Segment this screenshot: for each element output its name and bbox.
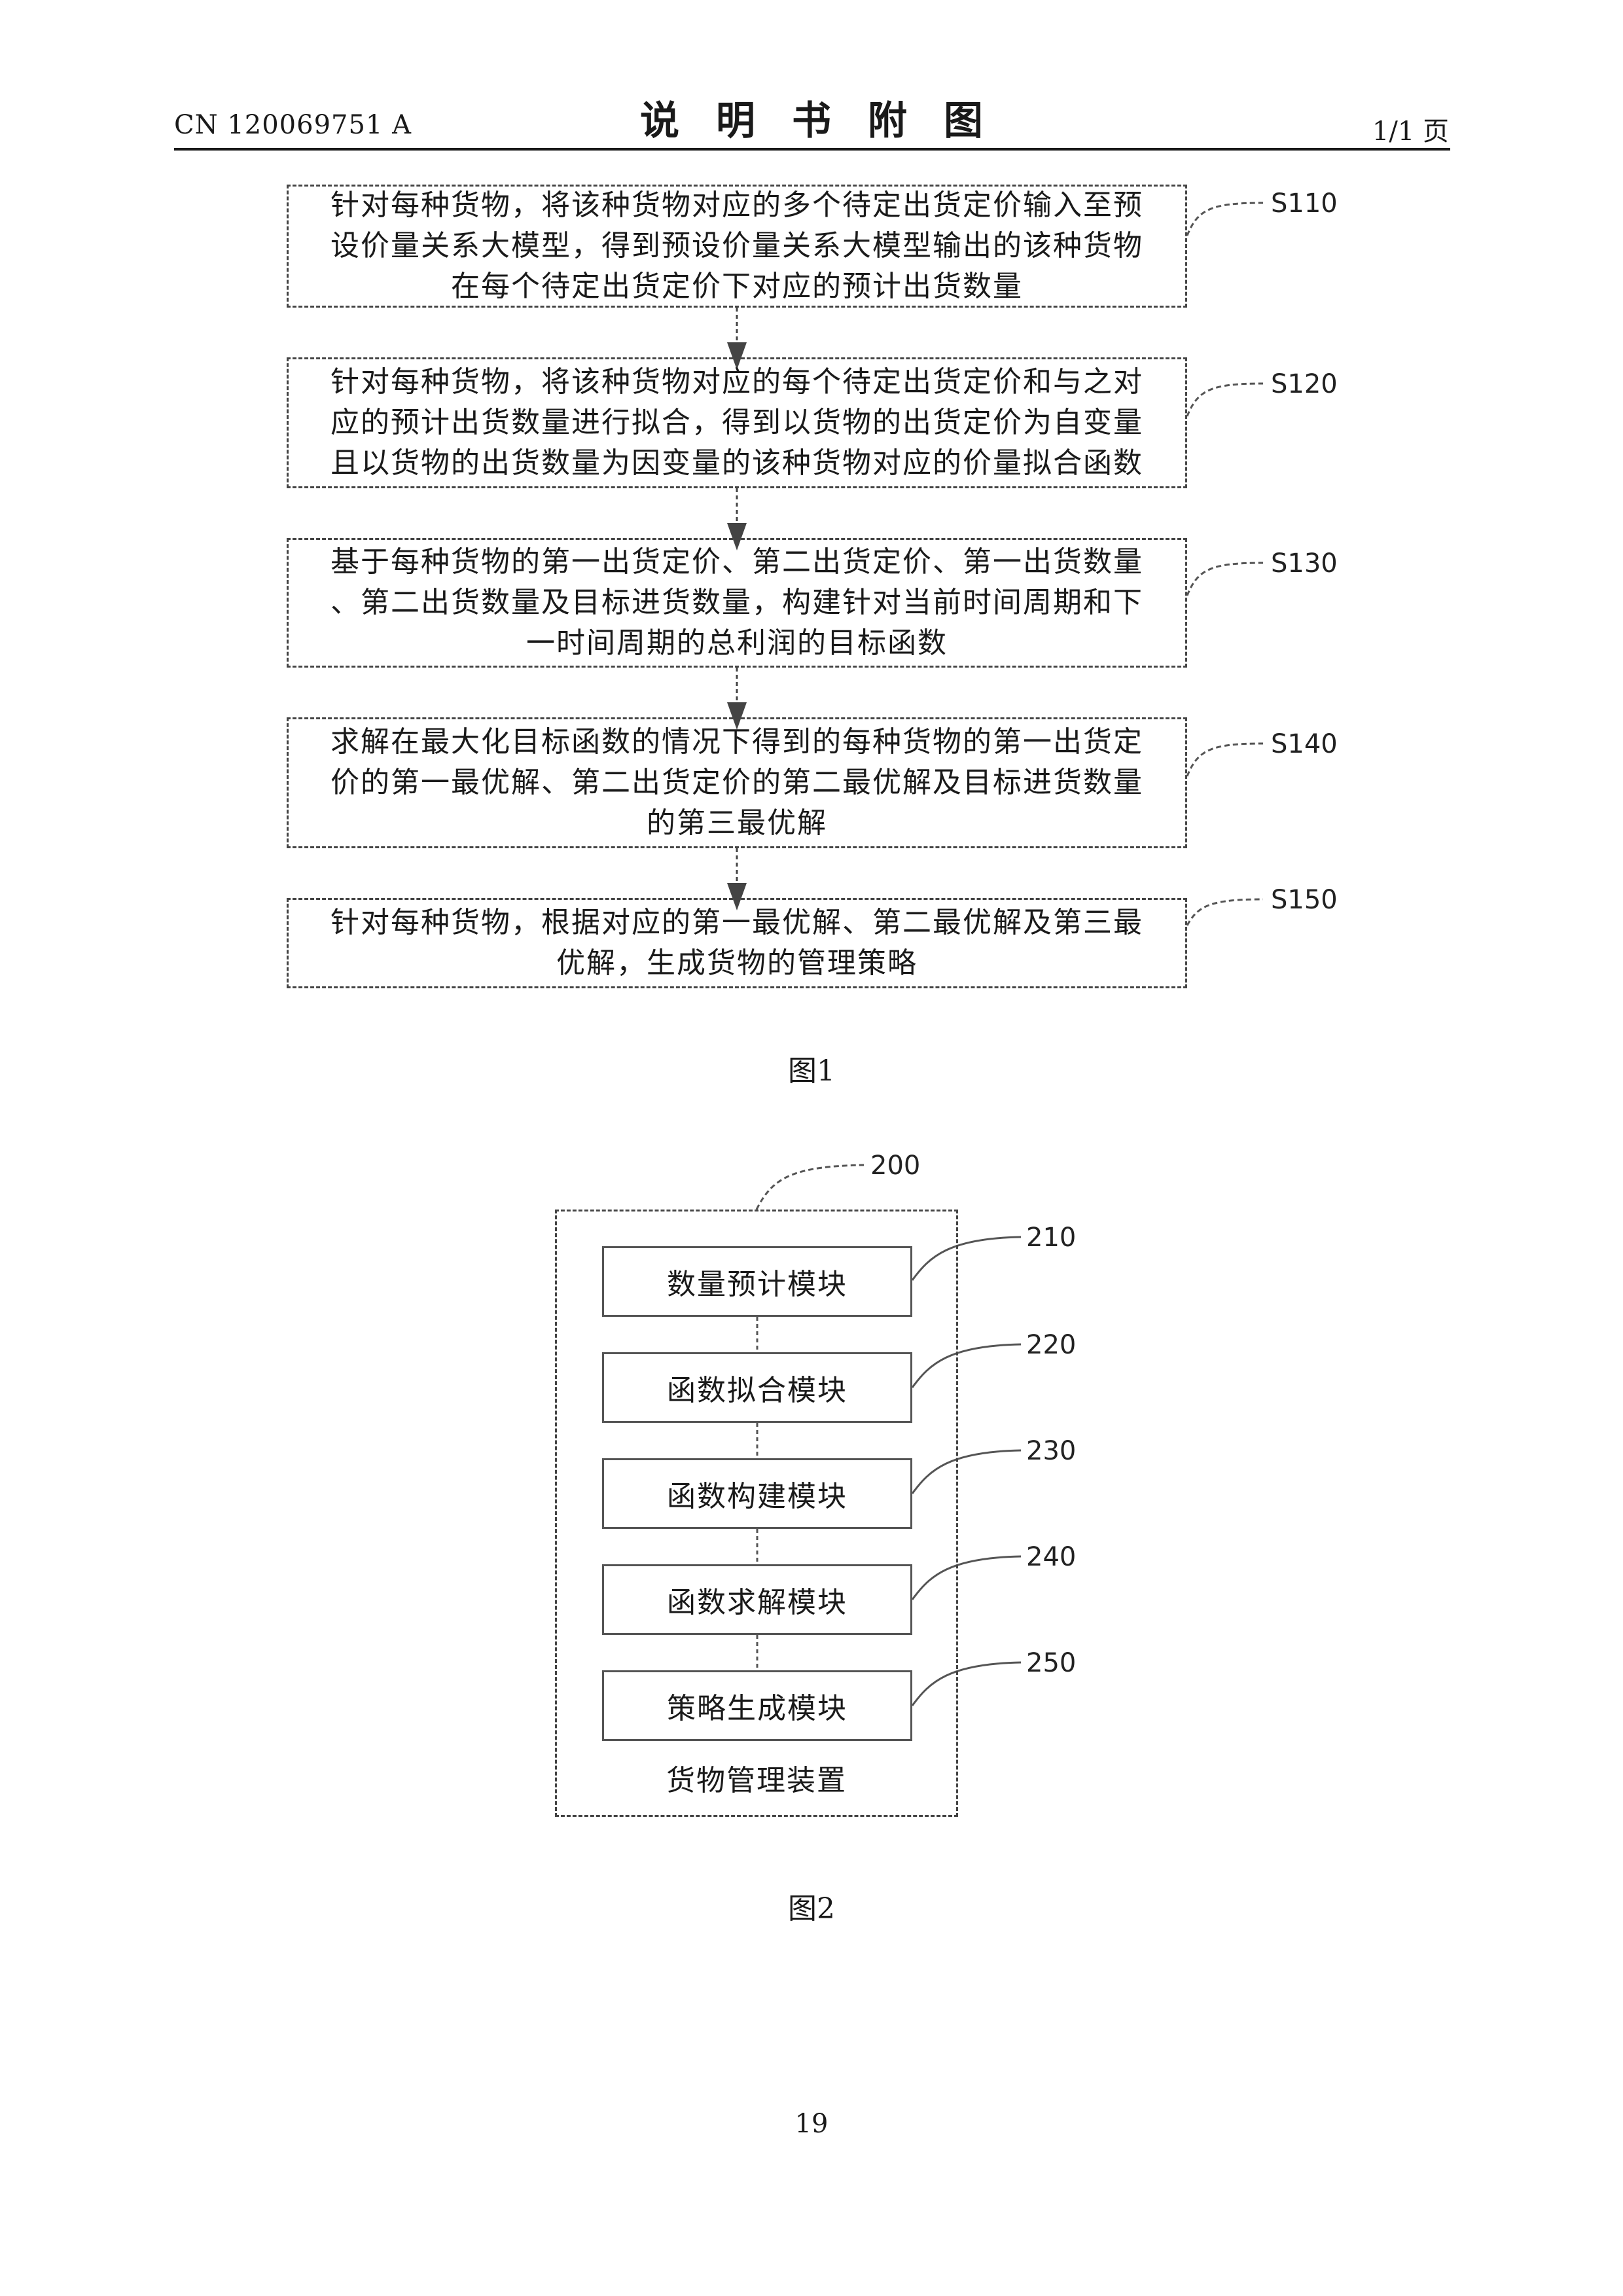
figure2-caption: 图2 bbox=[0, 1885, 1623, 1927]
leader-s140 bbox=[1187, 744, 1263, 776]
leader-200 bbox=[757, 1165, 864, 1210]
module-240-name: 函数求解模块 bbox=[667, 1579, 847, 1621]
module-250-box: 策略生成模块 bbox=[602, 1670, 912, 1741]
step-s110-text: 针对每种货物，将该种货物对应的多个待定出货定价输入至预 设价量关系大模型，得到预… bbox=[330, 185, 1143, 307]
module-230-box: 函数构建模块 bbox=[602, 1458, 912, 1529]
leader-s120 bbox=[1187, 384, 1263, 416]
leader-s150 bbox=[1187, 899, 1263, 925]
leader-s130 bbox=[1187, 563, 1263, 596]
module-210-box: 数量预计模块 bbox=[602, 1246, 912, 1317]
step-label-s130: S130 bbox=[1271, 548, 1338, 579]
figure1-caption: 图1 bbox=[0, 1047, 1623, 1089]
module-220-box: 函数拟合模块 bbox=[602, 1352, 912, 1423]
module-210-name: 数量预计模块 bbox=[667, 1261, 847, 1302]
step-label-s110: S110 bbox=[1271, 188, 1338, 219]
device-ref-label: 200 bbox=[870, 1151, 920, 1181]
step-s130-text: 基于每种货物的第一出货定价、第二出货定价、第一出货数量 、第二出货数量及目标进货… bbox=[330, 542, 1143, 664]
step-leaders bbox=[1187, 203, 1263, 925]
step-s120-box: 针对每种货物，将该种货物对应的每个待定出货定价和与之对 应的预计出货数量进行拟合… bbox=[287, 357, 1187, 488]
module-250-name: 策略生成模块 bbox=[667, 1685, 847, 1727]
device-name: 货物管理装置 bbox=[555, 1757, 958, 1799]
module-ref-250: 250 bbox=[1026, 1648, 1076, 1678]
step-label-s150: S150 bbox=[1271, 885, 1338, 915]
module-ref-230: 230 bbox=[1026, 1436, 1076, 1466]
page-number: 19 bbox=[0, 2109, 1623, 2139]
module-240-box: 函数求解模块 bbox=[602, 1564, 912, 1635]
step-s130-box: 基于每种货物的第一出货定价、第二出货定价、第一出货数量 、第二出货数量及目标进货… bbox=[287, 538, 1187, 668]
step-s120-text: 针对每种货物，将该种货物对应的每个待定出货定价和与之对 应的预计出货数量进行拟合… bbox=[330, 362, 1143, 484]
module-220-name: 函数拟合模块 bbox=[667, 1367, 847, 1408]
module-ref-240: 240 bbox=[1026, 1542, 1076, 1572]
module-ref-220: 220 bbox=[1026, 1330, 1076, 1360]
module-230-name: 函数构建模块 bbox=[667, 1473, 847, 1515]
step-label-s140: S140 bbox=[1271, 729, 1338, 759]
step-s150-text: 针对每种货物，根据对应的第一最优解、第二最优解及第三最 优解，生成货物的管理策略 bbox=[330, 903, 1143, 984]
step-s140-text: 求解在最大化目标函数的情况下得到的每种货物的第一出货定 价的第一最优解、第二出货… bbox=[330, 722, 1143, 844]
step-label-s120: S120 bbox=[1271, 369, 1338, 399]
step-s140-box: 求解在最大化目标函数的情况下得到的每种货物的第一出货定 价的第一最优解、第二出货… bbox=[287, 717, 1187, 848]
leader-s110 bbox=[1187, 203, 1263, 236]
module-ref-210: 210 bbox=[1026, 1223, 1076, 1253]
step-s150-box: 针对每种货物，根据对应的第一最优解、第二最优解及第三最 优解，生成货物的管理策略 bbox=[287, 898, 1187, 988]
step-s110-box: 针对每种货物，将该种货物对应的多个待定出货定价输入至预 设价量关系大模型，得到预… bbox=[287, 185, 1187, 308]
